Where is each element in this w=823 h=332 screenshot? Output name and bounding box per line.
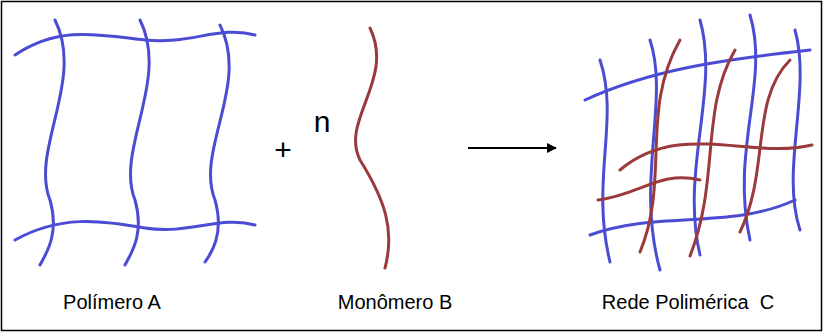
monomer-b-chain xyxy=(356,28,389,268)
network-caption: Rede Polimérica C xyxy=(602,290,774,314)
polymer-a-network xyxy=(15,20,255,265)
reaction-arrow xyxy=(468,147,556,149)
polymer-caption: Polímero A xyxy=(63,290,161,314)
coefficient-label: n xyxy=(314,104,331,140)
monomer-caption: Monômero B xyxy=(338,290,453,314)
plus-sign: + xyxy=(274,132,292,168)
network-c-red xyxy=(598,40,812,256)
